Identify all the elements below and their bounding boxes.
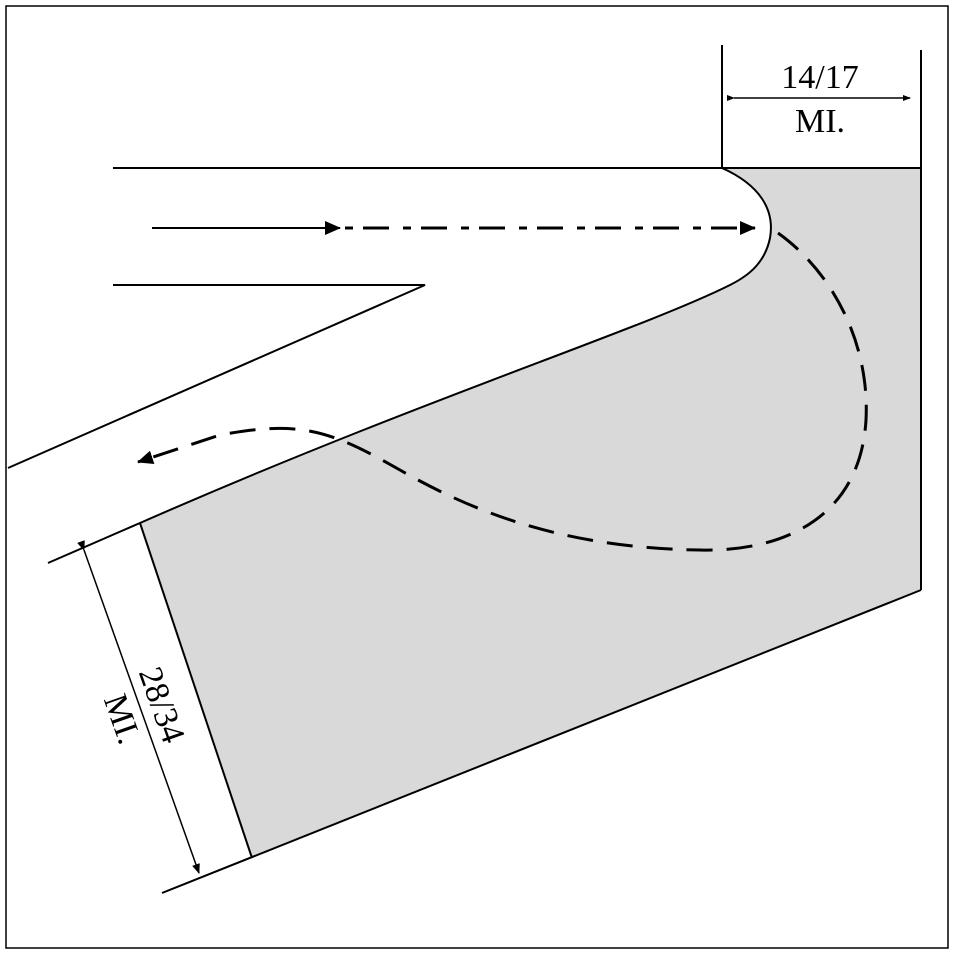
top-dimension-value: 14/17 [781, 59, 858, 96]
median-edge [7, 284, 426, 469]
left-dimension-line [77, 540, 200, 874]
road-bottom-edge [161, 589, 922, 894]
shaded-area-upper-edge [47, 167, 772, 564]
u-turn-path-arrow [137, 231, 868, 552]
top-dimension-unit: MI. [795, 103, 845, 140]
shaded-turnaround-area [140, 168, 921, 858]
